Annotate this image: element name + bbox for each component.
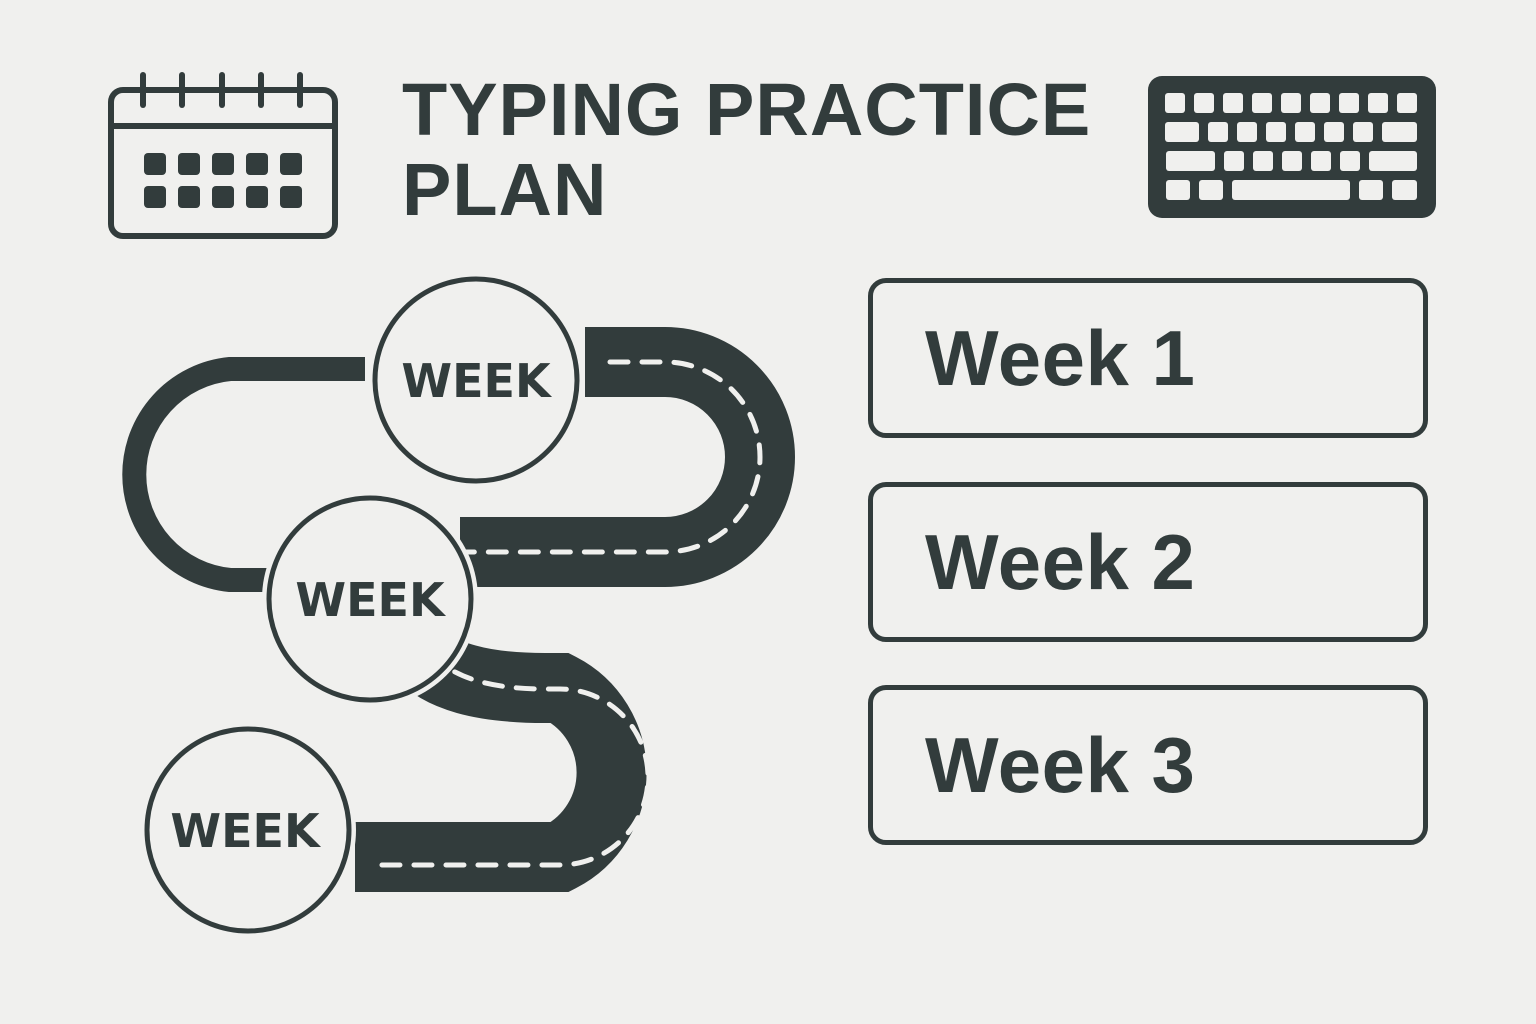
milestone-label: WEEK bbox=[170, 804, 322, 858]
roadmap-diagram: WEEK WEEK WEEK bbox=[122, 272, 795, 938]
milestone-week-top: WEEK bbox=[368, 272, 584, 488]
title-line-2: PLAN bbox=[402, 148, 608, 231]
week-3-card[interactable]: Week 3 bbox=[868, 685, 1428, 845]
milestone-week-bottom: WEEK bbox=[140, 722, 356, 938]
road-dash-1 bbox=[437, 359, 763, 555]
milestone-label: WEEK bbox=[295, 573, 447, 627]
week-1-card[interactable]: Week 1 bbox=[868, 278, 1428, 438]
week-3-label: Week 3 bbox=[925, 720, 1196, 809]
page-title: TYPING PRACTICE PLAN bbox=[402, 70, 1091, 230]
week-2-label: Week 2 bbox=[925, 517, 1196, 606]
week-1-label: Week 1 bbox=[925, 313, 1196, 402]
week-2-card[interactable]: Week 2 bbox=[868, 482, 1428, 642]
calendar-icon bbox=[108, 72, 338, 239]
keyboard-icon bbox=[1148, 76, 1436, 218]
milestone-week-middle: WEEK bbox=[262, 491, 478, 707]
title-line-1: TYPING PRACTICE bbox=[402, 68, 1092, 151]
milestone-label: WEEK bbox=[401, 354, 553, 408]
road-segment-loop-left bbox=[122, 357, 365, 592]
